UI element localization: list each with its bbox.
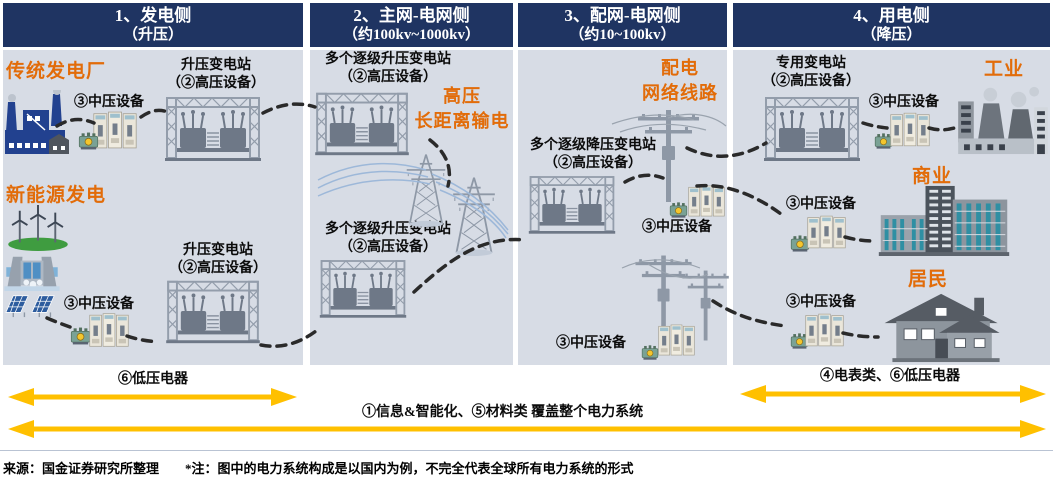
commerce-label: 商业: [912, 166, 953, 187]
mv-equipment-label: ③中压设备: [786, 197, 856, 212]
distribution-network-label: 配电 网络线路: [642, 58, 718, 104]
new-energy-label: 新能源发电: [6, 185, 107, 206]
transformer-icon: [640, 344, 660, 361]
substation-gantry-icon: [521, 168, 623, 240]
substation-gantry-icon: [313, 252, 413, 324]
hv-transmission-label: 高压 长距离输电: [414, 86, 510, 132]
mv-equipment-label: ③中压设备: [642, 220, 712, 235]
section-header-distribution-grid: 3、配网-电网侧 （约10~100kv）: [518, 3, 727, 47]
switchgear-icon: [688, 184, 725, 218]
transformer-icon: [77, 131, 100, 151]
low-voltage-arrow: [8, 388, 297, 406]
coal-plant-icon: [2, 90, 72, 156]
multi-stepdown-station-label: 多个逐级降压变电站 （②高压设备）: [530, 138, 656, 172]
note-text: *注：图中的电力系统构成是以国内为例，不完全代表全球所有电力系统的形式: [185, 461, 634, 476]
section-subtitle: （降压）: [861, 27, 922, 44]
hydro-dam-icon: [4, 252, 60, 292]
section-header-consumption: 4、用电侧 （降压）: [733, 3, 1050, 47]
substation-gantry-icon: [162, 272, 264, 350]
section-title: 4、用电侧: [853, 6, 930, 25]
mv-equipment-label: ③中压设备: [64, 297, 134, 312]
transmission-tower-icon: [448, 176, 500, 256]
full-system-arrow-label: ①信息&智能化、⑤材料类 覆盖整个电力系统: [362, 405, 644, 420]
switchgear-icon: [89, 312, 129, 348]
traditional-plant-label: 传统发电厂: [6, 61, 107, 82]
section-title: 2、主网-电网侧: [353, 6, 470, 25]
solar-panel-icon: [4, 292, 56, 318]
section-subtitle: （升压）: [122, 27, 183, 44]
mv-equipment-label: ③中压设备: [786, 295, 856, 310]
stepup-station-label: 升压变电站 （②高压设备）: [169, 243, 267, 277]
footer-note: 来源：国金证券研究所整理 *注：图中的电力系统构成是以国内为例，不完全代表全球所有…: [3, 458, 660, 477]
section-title: 3、配网-电网侧: [564, 6, 681, 25]
substation-gantry-icon: [312, 84, 412, 162]
switchgear-icon: [890, 111, 930, 148]
section-header-main-grid: 2、主网-电网侧 （约100kv~1000kv）: [310, 3, 513, 47]
mv-equipment-label: ③中压设备: [74, 95, 144, 110]
section-subtitle: （约10~100kv）: [569, 27, 676, 44]
residents-label: 居民: [908, 269, 949, 290]
dedicated-station-label: 专用变电站 （②高压设备）: [762, 56, 860, 90]
section-subtitle: （约100kv~1000kv）: [343, 27, 480, 44]
residential-house-icon: [880, 288, 1012, 364]
switchgear-icon: [658, 322, 695, 358]
multi-stepup-station-label: 多个逐级升压变电站 （②高压设备）: [325, 52, 451, 86]
mv-equipment-label: ③中压设备: [556, 336, 626, 351]
industry-factory-icon: [955, 80, 1051, 156]
section-header-generation: 1、发电侧 （升压）: [3, 3, 303, 47]
wind-farm-icon: [6, 204, 70, 252]
source-text: 来源：国金证券研究所整理: [3, 461, 160, 476]
transmission-tower-icon: [398, 153, 454, 227]
industry-label: 工业: [984, 59, 1025, 80]
low-voltage-arrow-label: ⑥低压电器: [118, 372, 188, 387]
switchgear-icon: [805, 312, 844, 348]
switchgear-icon: [807, 214, 846, 250]
meter-lowvoltage-arrow-label: ④电表类、⑥低压电器: [820, 369, 960, 384]
stepup-station-label: 升压变电站 （②高压设备）: [167, 58, 265, 92]
footer-divider: [0, 450, 1053, 451]
transformer-icon: [668, 201, 689, 219]
full-system-arrow: [8, 420, 1046, 438]
section-title: 1、发电侧: [114, 6, 192, 25]
substation-gantry-icon: [760, 88, 864, 168]
commercial-building-icon: [876, 184, 1012, 256]
mv-equipment-label: ③中压设备: [869, 95, 939, 110]
substation-gantry-icon: [162, 88, 264, 168]
meter-lowvoltage-arrow: [740, 385, 1046, 403]
